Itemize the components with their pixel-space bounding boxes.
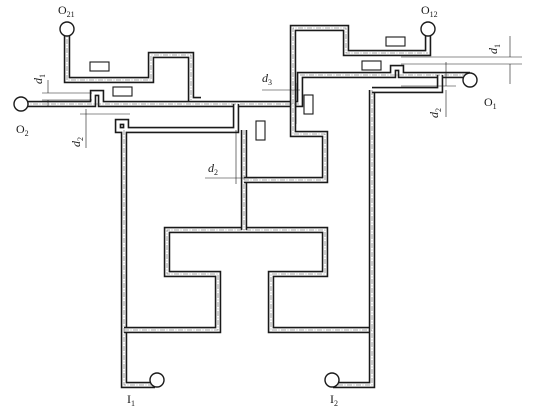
dim-label-d3: d3 <box>262 71 272 87</box>
label-o12: O12 <box>421 3 438 19</box>
resistor-center-vertical <box>255 120 266 141</box>
port-o2-pad <box>13 96 29 112</box>
trace-left-loop <box>124 226 244 334</box>
dim-label-d2-mid: d2 <box>208 161 218 177</box>
label-o21: O21 <box>58 3 75 19</box>
trace-o21-branch <box>63 30 201 104</box>
trace-right-feed <box>333 90 376 389</box>
resistor-right-vertical <box>303 94 314 115</box>
port-pads <box>13 21 478 388</box>
port-o12-pad <box>420 21 436 37</box>
resistor-top-left <box>89 61 110 72</box>
port-labels: O21 O12 O2 O1 I1 I2 <box>16 3 497 408</box>
resistor-left-center <box>112 86 133 97</box>
dim-label-d1-left: d1 <box>31 74 47 84</box>
resistor-right-center <box>361 60 382 71</box>
dim-label-d1-right: d1 <box>486 44 502 54</box>
dimension-labels: d1 d2 d3 d2 d1 d2 <box>31 44 502 177</box>
resistors <box>89 36 406 141</box>
resistor-top-right <box>385 36 406 47</box>
dim-label-d2-right: d2 <box>427 108 443 118</box>
trace-right-loop <box>244 226 372 334</box>
label-o1: O1 <box>484 95 497 111</box>
port-o1-pad <box>462 72 478 88</box>
port-o21-pad <box>59 21 75 37</box>
label-i1: I1 <box>127 392 135 408</box>
trace-o1-main <box>296 64 470 90</box>
trace-o2-main <box>24 89 304 108</box>
trace-left-feed <box>114 104 240 389</box>
port-i1-pad <box>149 372 165 388</box>
centerlines <box>24 27 470 386</box>
port-i2-pad <box>324 372 340 388</box>
dimension-lines <box>42 36 522 184</box>
label-o2: O2 <box>16 122 29 138</box>
transmission-lines <box>24 24 470 389</box>
dim-label-d2-left: d2 <box>69 137 85 147</box>
label-i2: I2 <box>330 392 338 408</box>
